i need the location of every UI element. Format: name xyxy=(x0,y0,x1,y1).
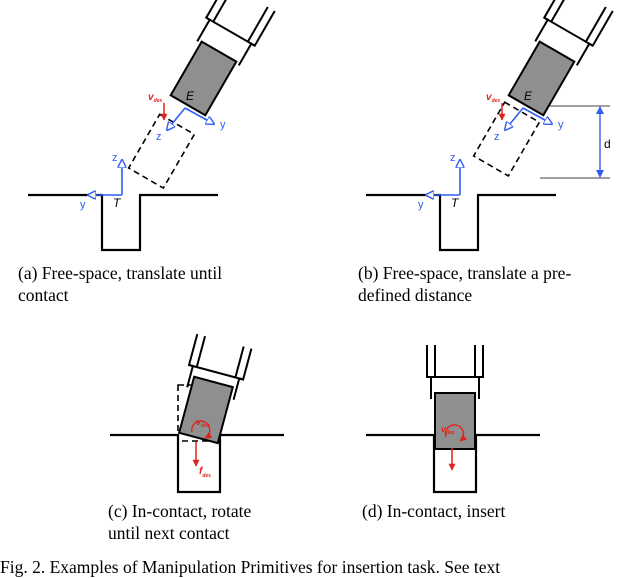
distance-label: d xyxy=(604,137,611,151)
peg-part xyxy=(169,40,238,117)
panel-a: z y T E z y vdes xyxy=(28,0,276,252)
force-arrow: fdes xyxy=(192,442,211,479)
caption-d: (d) In-contact, insert xyxy=(362,500,562,522)
figure-caption: Fig. 2. Examples of Manipulation Primiti… xyxy=(0,557,501,577)
rotation-arrow: vdes xyxy=(191,417,213,439)
task-frame-label: T xyxy=(451,196,460,210)
velocity-label: vdes xyxy=(486,92,500,104)
caption-b: (b) Free-space, translate a pre- defined… xyxy=(358,262,626,306)
target-pose-outline xyxy=(127,113,196,190)
surface-with-hole xyxy=(110,433,284,494)
panel-c: vdes fdes xyxy=(110,333,284,494)
caption-c: (c) In-contact, rotate until next contac… xyxy=(108,500,288,544)
ee-z-label: z xyxy=(494,131,500,143)
caption-a-line1: (a) Free-space, translate until xyxy=(18,263,223,283)
gripper-assembly xyxy=(426,345,484,450)
gripper-assembly xyxy=(472,0,614,178)
ee-y-label: y xyxy=(220,119,226,131)
omega-label: vdes xyxy=(196,417,210,429)
task-frame: z y T xyxy=(418,152,460,211)
caption-b-line1: (b) Free-space, translate a pre- xyxy=(358,263,572,283)
surface-with-hole xyxy=(366,193,556,252)
task-frame: z y T xyxy=(80,152,122,211)
velocity-arrow: vdes xyxy=(148,92,168,121)
peg-part xyxy=(434,392,476,450)
ee-y-label: y xyxy=(558,119,564,131)
velocity-arrow: vdes xyxy=(486,92,506,121)
ee-frame: z y xyxy=(156,107,226,143)
rotation-arrow: vdes xyxy=(441,424,468,442)
distance-dimension: d xyxy=(540,105,611,179)
panel-b: z y T E z y vdes xyxy=(366,0,614,252)
caption-d-line1: (d) In-contact, insert xyxy=(362,501,506,521)
force-label: fdes xyxy=(199,466,211,479)
target-pose-outline xyxy=(472,101,541,178)
gripper-assembly xyxy=(127,0,276,190)
peg-part xyxy=(507,40,576,117)
velocity-label: vdes xyxy=(148,92,162,104)
caption-a: (a) Free-space, translate until contact xyxy=(18,262,286,306)
ee-frame: z y xyxy=(494,107,564,143)
task-y-label: y xyxy=(418,199,424,211)
surface-with-hole xyxy=(28,193,218,252)
ee-z-label: z xyxy=(156,131,162,143)
task-frame-label: T xyxy=(113,196,122,210)
velocity-label: vdes xyxy=(441,424,455,436)
ee-frame-label: E xyxy=(524,89,533,103)
task-z-label: z xyxy=(112,152,118,164)
ee-frame-label: E xyxy=(186,89,195,103)
panel-d: vdes xyxy=(366,345,540,494)
caption-b-line2: defined distance xyxy=(358,285,473,305)
task-z-label: z xyxy=(450,152,456,164)
surface-with-hole xyxy=(366,433,540,494)
gripper-assembly xyxy=(177,333,253,445)
caption-a-line2: contact xyxy=(18,285,69,305)
caption-c-line1: (c) In-contact, rotate xyxy=(108,501,252,521)
task-y-label: y xyxy=(80,199,86,211)
caption-c-line2: until next contact xyxy=(108,523,230,543)
